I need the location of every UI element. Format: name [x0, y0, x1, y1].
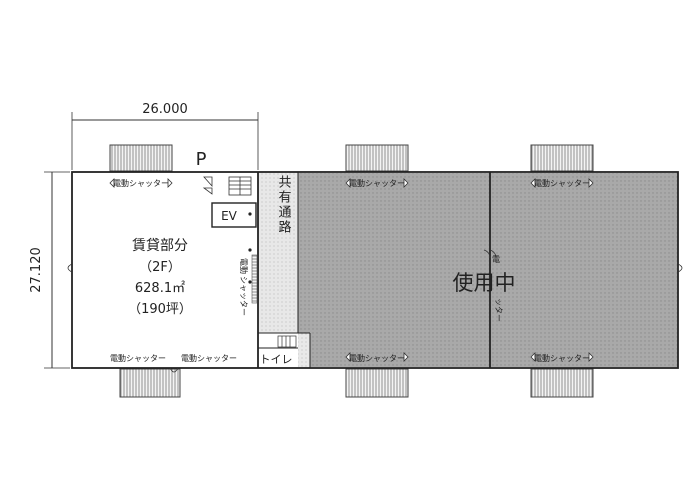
shutter-marks [109, 178, 594, 362]
rental-unit-area: 628.1㎡ [135, 281, 185, 296]
shutter-label-bottom-1: 電動シャッター [110, 354, 166, 363]
shutter-label-top-3: 電動シャッター [534, 179, 590, 188]
loading-dock-top-2 [345, 144, 409, 172]
partial-shutter-label-bottom: ッター [494, 298, 503, 322]
corridor-label: 共有通路 [276, 175, 292, 235]
shutter-label-top-2: 電動シャッター [349, 179, 405, 188]
occupied-area [298, 173, 678, 367]
shutter-labels: 電動シャッター 電動シャッター 電動シャッター 電動シャッター 電動シャッター … [110, 179, 590, 363]
corridor-upper [258, 173, 298, 333]
loading-dock-top-1 [109, 144, 173, 172]
shutter-label-bottom-4: 電動シャッター [534, 354, 590, 363]
height-dimension-label: 27.120 [29, 247, 44, 293]
toilet-stairs-icon [277, 335, 297, 348]
corridor-lower-strip [298, 333, 310, 367]
shutter-label-vertical-1: 電動 [239, 258, 248, 274]
elevator-label: EV [221, 209, 238, 223]
rental-unit-name: 賃貸部分 [132, 238, 188, 254]
parking-label: P [196, 149, 207, 170]
shutter-label-bottom-2: 電動シャッター [181, 354, 237, 363]
toilet-label: トイレ [260, 353, 293, 366]
width-dimension: 26.000 [71, 102, 259, 170]
rental-unit-floor: （2F） [139, 260, 181, 275]
loading-dock-bottom-2 [345, 368, 409, 398]
elevator: EV [211, 202, 257, 284]
shutter-label-vertical-2: シャッター [239, 276, 248, 316]
width-dimension-label: 26.000 [142, 102, 188, 117]
loading-docks [109, 144, 594, 398]
stairs-icon [228, 176, 252, 196]
side-shutter [251, 254, 258, 304]
rental-unit-tsubo: （190坪） [128, 302, 192, 317]
building-walls [71, 171, 679, 369]
partial-shutter-label-top: 電 [492, 255, 500, 264]
loading-dock-bottom-1 [119, 368, 181, 398]
shutter-label-bottom-3: 電動シャッター [349, 354, 405, 363]
shutter-label-top-1: 電動シャッター [113, 179, 169, 188]
door-icons [67, 176, 683, 373]
height-dimension: 27.120 [29, 171, 70, 369]
rental-unit-info: 賃貸部分 （2F） 628.1㎡ （190坪） [128, 238, 192, 317]
occupied-label: 使用中 [453, 271, 516, 295]
loading-dock-top-3 [530, 144, 594, 172]
loading-dock-bottom-3 [530, 368, 594, 398]
